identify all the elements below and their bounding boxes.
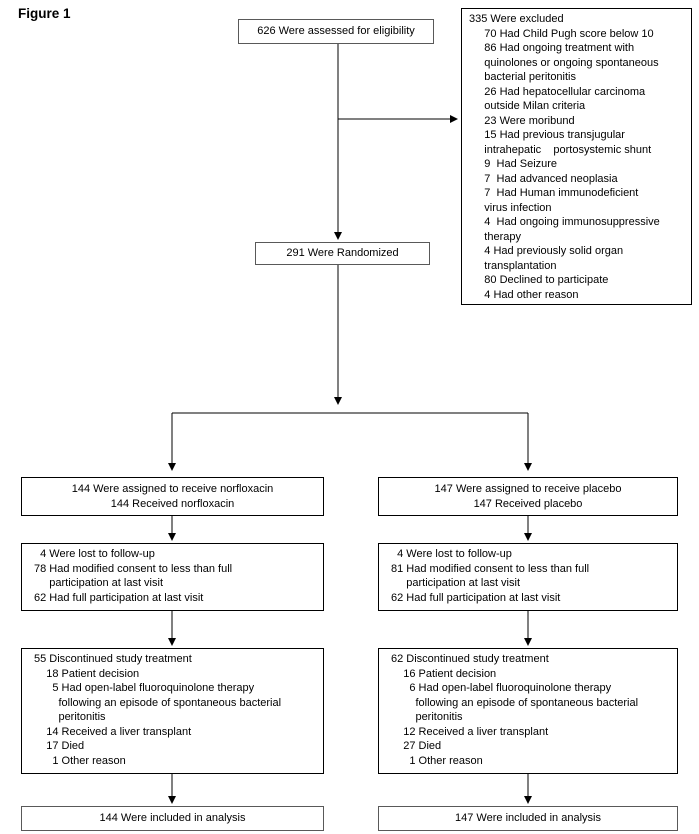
followup-line: 62 Had full participation at last visit [391, 591, 561, 604]
excluded-line: transplantation [469, 259, 557, 272]
box-excluded: 335 Were excluded 70 Had Child Pugh scor… [461, 8, 692, 305]
assigned-line: 147 Were assigned to receive placebo [434, 483, 622, 495]
followup-line: participation at last visit [34, 577, 163, 589]
followup-line: 81 Had modified consent to less than ful… [391, 562, 590, 575]
figure-title: Figure 1 [18, 6, 71, 21]
excluded-line: 335 Were excluded [469, 13, 564, 25]
excluded-line: 4 Had ongoing immunosuppressive [469, 216, 660, 228]
discontinued-line: 16 Patient decision [391, 667, 497, 680]
excluded-line: 23 Were moribund [469, 114, 575, 127]
excluded-line: 7 Had Human immunodeficient [469, 187, 639, 199]
box-analysis-norfloxacin: 144 Were included in analysis [21, 806, 324, 831]
assigned-line: 147 Received placebo [473, 497, 583, 510]
discontinued-line: peritonitis [391, 711, 463, 723]
discontinued-line: 62 Discontinued study treatment [391, 653, 549, 665]
discontinued-line: following an episode of spontaneous bact… [34, 696, 282, 709]
excluded-line: quinolones or ongoing spontaneous [469, 56, 659, 69]
box-randomized: 291 Were Randomized [255, 242, 430, 265]
excluded-line: bacterial peritonitis [469, 71, 576, 83]
excluded-line: 9 Had Seizure [469, 158, 558, 170]
box-discontinued-norfloxacin: 55 Discontinued study treatment 18 Patie… [21, 648, 324, 774]
followup-line: 4 Were lost to follow-up [391, 548, 512, 560]
excluded-line: 80 Declined to participate [469, 274, 609, 286]
followup-line: 78 Had modified consent to less than ful… [34, 562, 233, 575]
followup-line: 4 Were lost to follow-up [34, 548, 155, 560]
box-assigned-norfloxacin: 144 Were assigned to receive norfloxacin… [21, 477, 324, 516]
discontinued-line: 17 Died [34, 740, 85, 752]
discontinued-line: 6 Had open-label fluoroquinolone therapy [391, 682, 612, 694]
assigned-line: 144 Were assigned to receive norfloxacin [71, 483, 274, 495]
excluded-line: 15 Had previous transjugular [469, 129, 625, 141]
discontinued-line: following an episode of spontaneous bact… [391, 696, 639, 709]
analysis-text: 144 Were included in analysis [99, 812, 246, 825]
discontinued-line: 5 Had open-label fluoroquinolone therapy [34, 682, 255, 694]
box-followup-placebo: 4 Were lost to follow-up 81 Had modified… [378, 543, 678, 611]
discontinued-line: 55 Discontinued study treatment [34, 653, 192, 665]
box-discontinued-placebo: 62 Discontinued study treatment 16 Patie… [378, 648, 678, 774]
box-analysis-placebo: 147 Were included in analysis [378, 806, 678, 831]
discontinued-line: 1 Other reason [391, 754, 483, 767]
followup-line: 62 Had full participation at last visit [34, 591, 204, 604]
excluded-line: virus infection [469, 201, 552, 214]
excluded-line: outside Milan criteria [469, 100, 586, 112]
excluded-line: 70 Had Child Pugh score below 10 [469, 27, 654, 40]
excluded-line: intrahepatic portosystemic shunt [469, 143, 652, 156]
randomized-text: 291 Were Randomized [286, 247, 399, 260]
discontinued-line: 18 Patient decision [34, 667, 140, 680]
excluded-line: 86 Had ongoing treatment with [469, 42, 635, 54]
assigned-line: 144 Received norfloxacin [110, 497, 235, 510]
excluded-line: 26 Had hepatocellular carcinoma [469, 85, 646, 98]
excluded-line: 4 Had other reason [469, 288, 579, 301]
excluded-line: 7 Had advanced neoplasia [469, 172, 618, 185]
excluded-line: therapy [469, 230, 521, 243]
analysis-text: 147 Were included in analysis [455, 812, 601, 825]
assessed-eligibility-text: 626 Were assessed for eligibility [257, 25, 415, 38]
box-assigned-placebo: 147 Were assigned to receive placebo 147… [378, 477, 678, 516]
box-assessed-eligibility: 626 Were assessed for eligibility [238, 19, 434, 44]
excluded-line: 4 Had previously solid organ [469, 245, 624, 257]
discontinued-line: 12 Received a liver transplant [391, 725, 549, 738]
discontinued-line: 1 Other reason [34, 754, 126, 767]
box-followup-norfloxacin: 4 Were lost to follow-up 78 Had modified… [21, 543, 324, 611]
discontinued-line: 27 Died [391, 740, 442, 752]
discontinued-line: peritonitis [34, 711, 106, 723]
followup-line: participation at last visit [391, 577, 520, 589]
discontinued-line: 14 Received a liver transplant [34, 725, 192, 738]
